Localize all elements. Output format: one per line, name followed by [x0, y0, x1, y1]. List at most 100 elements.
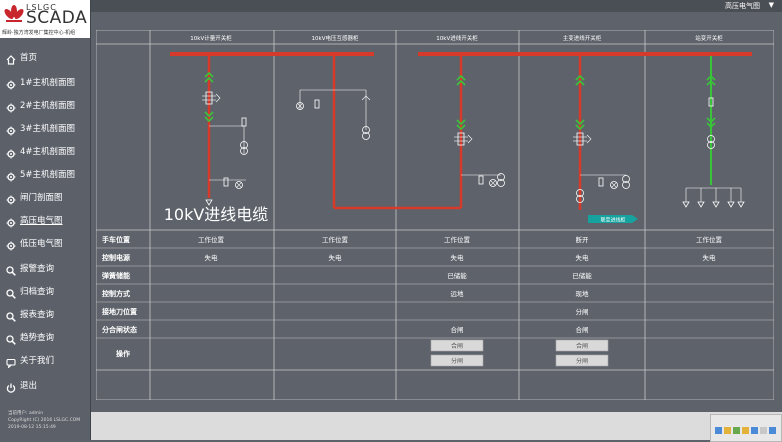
circuit-breaker-icon: [573, 132, 592, 146]
nav-item-13[interactable]: 趋势查询: [0, 328, 90, 348]
nav-item-15[interactable]: 退出: [0, 376, 90, 396]
winding: [707, 135, 715, 143]
status-cell: 已储能: [447, 271, 467, 280]
top-bar: 高压电气图 ▼: [91, 0, 782, 12]
status-cell: 已储能: [572, 271, 592, 280]
tray-flag-icon[interactable]: [769, 427, 776, 434]
status-cell: 失电: [329, 253, 343, 262]
nav-item-label: 1#主机剖面图: [20, 78, 76, 88]
search-icon: [6, 287, 16, 299]
breaker-body: [457, 132, 465, 146]
operate-button[interactable]: 合闸: [430, 339, 484, 352]
cabinet-vt: [296, 56, 461, 210]
winding: [497, 179, 505, 187]
cabinet-title: 10kV进线开关柜: [436, 34, 478, 42]
logo-small-text: LSLGC: [26, 3, 57, 12]
nav-item-12[interactable]: 报表查询: [0, 305, 90, 325]
nav-item-label: 5#主机剖面图: [20, 170, 76, 180]
nav-item-3[interactable]: 2#主机剖面图: [0, 96, 90, 116]
nav-item-11[interactable]: 归档查询: [0, 282, 90, 302]
lamp-ring: [489, 179, 497, 187]
status-row-label: 手车位置: [102, 235, 130, 244]
lotus-logo-icon: [4, 5, 24, 22]
nav-item-5[interactable]: 4#主机剖面图: [0, 142, 90, 162]
winding: [362, 126, 370, 134]
button-bg: [555, 339, 609, 352]
system-subtitle: 辉岭·独方湾发电厂集控中心·机组: [2, 30, 76, 36]
nav-item-4[interactable]: 3#主机剖面图: [0, 119, 90, 139]
nav-item-10[interactable]: 报警查询: [0, 259, 90, 279]
button-label: 分闸: [451, 357, 463, 365]
status-cell: 断开: [576, 235, 590, 244]
nav-item-1[interactable]: 首页: [0, 48, 90, 68]
lamp-cross: [490, 180, 496, 186]
operate-button[interactable]: 合闸: [555, 339, 609, 352]
cabinet-main-transformer: 联至进线柜: [573, 56, 638, 224]
button-label: 合闸: [451, 342, 463, 350]
winding: [576, 189, 584, 197]
status-cell: 合闸: [451, 325, 464, 334]
tray-clock-icon[interactable]: [760, 427, 767, 434]
breaker-body: [205, 91, 213, 105]
nav-item-label: 首页: [20, 53, 38, 63]
winding: [497, 173, 505, 181]
chevron-down-icon: [456, 124, 466, 131]
chevron-up-icon: [706, 79, 716, 86]
nav-item-2[interactable]: 1#主机剖面图: [0, 73, 90, 93]
status-row-label: 分合闸状态: [102, 325, 137, 334]
nav-item-6[interactable]: 5#主机剖面图: [0, 165, 90, 185]
handcart-upper: [706, 74, 716, 86]
gear-icon: [6, 239, 16, 251]
status-cell: 合闸: [576, 325, 589, 334]
chevron-down-icon: [204, 111, 214, 118]
power-icon: [6, 381, 16, 393]
winding: [622, 181, 630, 189]
nav-item-label: 关于我们: [20, 356, 55, 366]
gear-icon: [6, 170, 16, 182]
nav-item-label: 归档查询: [20, 287, 55, 297]
tray-warning-icon[interactable]: [742, 427, 749, 434]
nav-item-7[interactable]: 闸门剖面图: [0, 188, 90, 208]
breaker-tick: [215, 93, 221, 103]
fuse-icon: [598, 177, 604, 187]
logo: LSLGC SCADA 辉岭·独方湾发电厂集控中心·机组: [0, 0, 90, 38]
indicator-lamp-icon: [610, 181, 618, 189]
winding: [362, 132, 370, 140]
operate-button[interactable]: 分闸: [555, 354, 609, 367]
status-cell: 分闸: [576, 307, 589, 316]
tray-network-icon[interactable]: [715, 427, 722, 434]
circuit-breaker-icon: [454, 132, 473, 146]
tray-warning-icon[interactable]: [724, 427, 731, 434]
tray-volume-icon[interactable]: [733, 427, 740, 434]
nav-item-label: 闸门剖面图: [20, 193, 63, 203]
gear-icon: [6, 216, 16, 228]
lamp-ring: [610, 181, 618, 189]
winding: [240, 141, 248, 149]
handcart-lower: [204, 111, 214, 123]
chevron-down-icon: [706, 117, 716, 124]
transformer-icon: [240, 141, 248, 155]
cabinet-incoming: [454, 56, 505, 208]
nav-item-8[interactable]: 高压电气图: [0, 211, 90, 231]
nav-item-14[interactable]: 关于我们: [0, 351, 90, 371]
nav-item-9[interactable]: 低压电气图: [0, 234, 90, 254]
caret-down-icon[interactable]: ▼: [768, 1, 774, 9]
nav-item-label: 报表查询: [20, 310, 55, 320]
handcart-lower: [575, 119, 585, 131]
gear-icon: [6, 124, 16, 136]
bottom-bar: [91, 412, 782, 440]
operate-button[interactable]: 分闸: [430, 354, 484, 367]
gear-icon: [6, 147, 16, 159]
chat-icon: [6, 356, 16, 369]
return-tag-label: 联至进线柜: [600, 217, 625, 224]
lamp-cross: [611, 182, 617, 188]
nav-item-label: 3#主机剖面图: [20, 124, 76, 134]
arrow-down-icon: [727, 201, 735, 208]
lamp-cross: [236, 182, 242, 188]
indicator-lamp-icon: [235, 181, 243, 189]
status-cell: 工作位置: [696, 235, 723, 244]
tray-battery-icon[interactable]: [751, 427, 758, 434]
transformer-icon: [362, 126, 370, 140]
nav-item-label: 趋势查询: [20, 333, 55, 343]
nav-item-label: 报警查询: [20, 264, 55, 274]
